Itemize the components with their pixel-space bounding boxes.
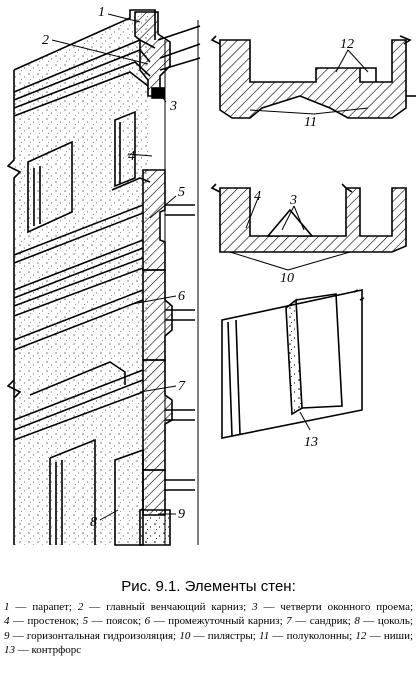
callout-4: 4 (128, 149, 135, 164)
legend-text: сандрик; (309, 615, 351, 628)
callout-12: 12 (340, 37, 354, 52)
legend-text: главный венчающий карниз; (106, 601, 247, 613)
buttress-drawing (221, 289, 365, 439)
legend-text: горизонтальная гидроизоляция; (26, 629, 177, 642)
facade-drawing (6, 9, 201, 546)
legend-num: 11 (259, 629, 270, 642)
legend-text: полуколонны; (286, 629, 353, 642)
legend-text: поясок; (106, 615, 142, 628)
callout-11: 11 (304, 115, 317, 130)
callout-13: 13 (304, 435, 318, 450)
legend-num: 12 (355, 629, 367, 642)
leader-lines (51, 13, 177, 521)
legend-text: простенок; (27, 615, 80, 628)
callout-2: 2 (42, 33, 49, 48)
legend-num: 4 (4, 615, 10, 628)
callout-numbers: 1 2 3 4 5 6 7 8 9 12 11 4 3 10 13 (42, 5, 354, 530)
legend-num: 3 (252, 601, 258, 613)
callout-6: 6 (178, 289, 185, 304)
legend-text: пилястры; (207, 629, 256, 642)
figure-caption: Рис. 9.1. Элементы стен: (121, 578, 296, 595)
callout-3: 3 (169, 99, 177, 114)
legend-text: ниши; (383, 629, 414, 642)
pilasters-plan (210, 183, 407, 253)
legend-num: 1 (4, 601, 10, 613)
callout-9: 9 (178, 507, 185, 522)
legend-num: 13 (4, 643, 15, 656)
legend-num: 10 (179, 629, 191, 642)
legend-num: 9 (4, 629, 10, 642)
callout-7: 7 (178, 379, 186, 394)
legend-num: 6 (144, 615, 151, 628)
legend-num: 7 (286, 615, 292, 628)
callout-1: 1 (98, 5, 105, 20)
callout-4-plan: 4 (254, 189, 261, 204)
legend-text: контрфорс (31, 643, 82, 656)
callout-5: 5 (178, 185, 185, 200)
callout-10: 10 (280, 271, 294, 286)
legend-text: четверти оконного проема; (280, 601, 414, 613)
legend-num: 5 (82, 615, 89, 628)
legend-text: парапет; (32, 601, 72, 613)
figure-legend: 1 — парапет; 2 — главный венчающий карни… (4, 601, 414, 656)
wall-elements-drawing: 1 2 3 4 5 6 7 8 9 12 11 4 3 10 13 (6, 5, 416, 546)
legend-num: 8 (354, 615, 360, 628)
legend-text: цоколь; (377, 615, 413, 628)
legend-text: промежуточный карниз; (168, 615, 283, 628)
callout-3-plan: 3 (289, 193, 297, 208)
half-columns-plan (210, 35, 416, 119)
legend-num: 2 (77, 601, 84, 613)
callout-8: 8 (90, 515, 97, 530)
